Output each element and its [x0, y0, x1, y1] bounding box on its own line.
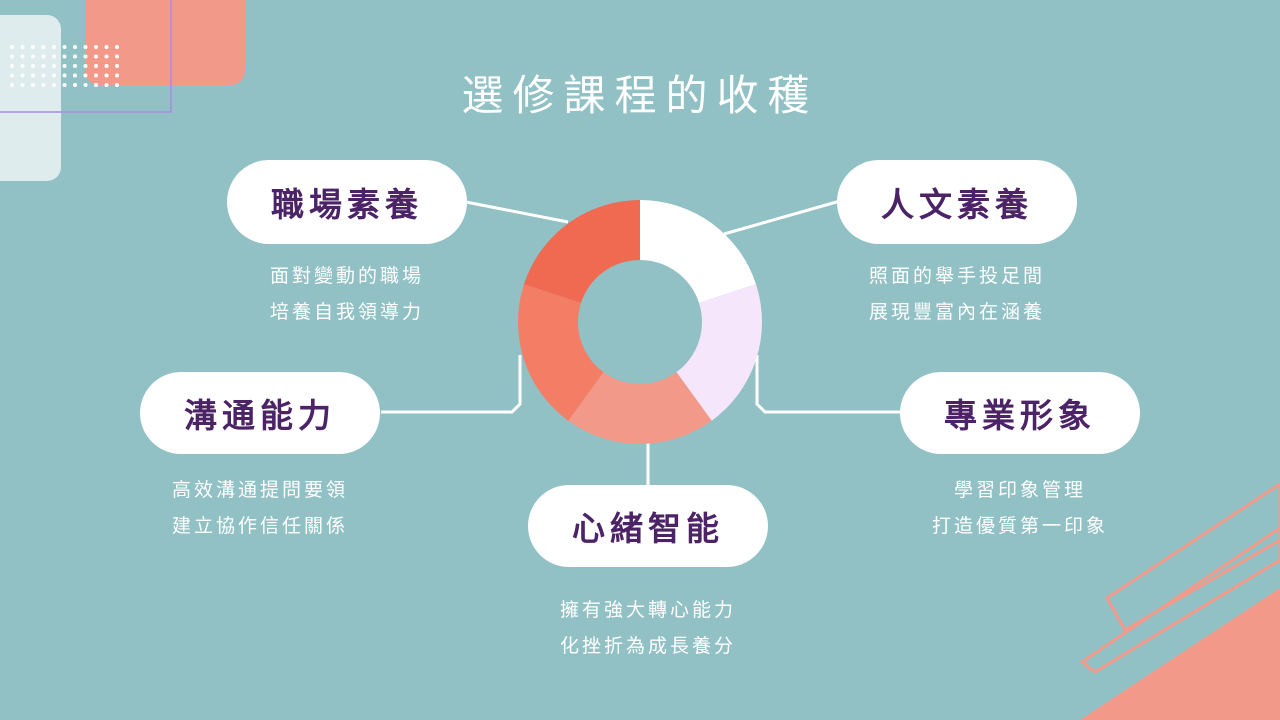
dot	[115, 73, 119, 78]
pill-professional-image: 專業形象	[900, 372, 1140, 454]
dot	[10, 54, 14, 59]
connector-humanities	[723, 199, 841, 236]
dot	[52, 73, 56, 78]
dot	[73, 83, 77, 87]
dot	[41, 73, 46, 78]
dot	[73, 64, 77, 68]
dot	[52, 54, 56, 59]
desc-professional-image: 學習印象管理 打造優質第一印象	[892, 472, 1148, 544]
donut-segment	[640, 200, 757, 303]
dot	[31, 73, 35, 78]
desc-humanities-literacy: 照面的舉手投足間 展現豐富內在涵養	[837, 258, 1077, 330]
dot	[115, 45, 119, 49]
dot	[115, 64, 119, 68]
dot	[62, 45, 67, 49]
dot	[52, 45, 56, 49]
dot	[41, 83, 46, 87]
coral-outline-stripe-2	[1079, 526, 1280, 674]
pale-rounded-block	[0, 15, 61, 181]
dot	[31, 45, 35, 49]
dot	[20, 45, 25, 49]
desc-line: 培養自我領導力	[269, 301, 424, 323]
dot	[115, 83, 119, 87]
dot	[73, 45, 77, 49]
coral-corner-triangle	[1080, 588, 1280, 720]
pill-humanities-literacy: 人文素養	[837, 160, 1077, 244]
dot	[31, 54, 35, 59]
dot	[104, 54, 109, 59]
dot	[62, 64, 67, 68]
dot	[83, 83, 88, 87]
dot-grid	[10, 45, 119, 87]
coral-outline-stripe-1	[1105, 482, 1280, 633]
dot	[20, 64, 25, 68]
desc-line: 展現豐富內在涵養	[868, 301, 1045, 323]
desc-line: 照面的舉手投足間	[868, 265, 1045, 287]
donut-segment	[568, 372, 712, 444]
coral-rounded-block	[85, 0, 245, 85]
dot	[10, 73, 14, 78]
dot	[104, 64, 109, 68]
dot	[104, 83, 109, 87]
dot	[62, 54, 67, 59]
dot	[10, 64, 14, 68]
dot	[94, 54, 98, 59]
pill-communication: 溝通能力	[140, 372, 380, 454]
page-title: 選修課程的收穫	[461, 71, 819, 120]
dot	[10, 83, 14, 87]
pill-career-literacy: 職場素養	[227, 160, 467, 244]
dot	[20, 83, 25, 87]
donut-segment	[523, 200, 640, 303]
dot	[41, 54, 46, 59]
connector-image	[755, 355, 905, 414]
desc-career-literacy: 面對變動的職場 培養自我領導力	[227, 258, 467, 330]
dot	[62, 73, 67, 78]
donut-segment	[518, 284, 604, 421]
desc-line: 學習印象管理	[953, 479, 1086, 501]
dot	[31, 64, 35, 68]
dot	[94, 73, 98, 78]
desc-line: 擁有強大轉心能力	[559, 599, 736, 621]
dot	[104, 73, 109, 78]
pill-emotional-intelligence: 心緒智能	[528, 485, 768, 567]
purple-corner-line	[0, 0, 172, 113]
dot	[83, 64, 88, 68]
dot	[73, 54, 77, 59]
dot	[20, 54, 25, 59]
dot	[83, 45, 88, 49]
donut-segment	[676, 284, 762, 421]
dot	[10, 45, 14, 49]
dot	[52, 64, 56, 68]
desc-emotional-intelligence: 擁有強大轉心能力 化挫折為成長養分	[520, 592, 776, 664]
dot	[94, 83, 98, 87]
dot	[62, 83, 67, 87]
desc-line: 高效溝通提問要領	[171, 479, 348, 501]
desc-line: 打造優質第一印象	[931, 515, 1108, 537]
dot	[52, 83, 56, 87]
connector-career	[465, 200, 569, 224]
desc-communication: 高效溝通提問要領 建立協作信任關係	[132, 472, 388, 544]
dot	[94, 64, 98, 68]
dot	[41, 45, 46, 49]
connector-communication	[381, 355, 522, 414]
dot	[31, 83, 35, 87]
dot	[115, 54, 119, 59]
desc-line: 化挫折為成長養分	[559, 635, 736, 657]
dot	[73, 73, 77, 78]
desc-line: 建立協作信任關係	[171, 515, 348, 537]
dot	[83, 73, 88, 78]
dot	[83, 54, 88, 59]
dot	[41, 64, 46, 68]
desc-line: 面對變動的職場	[269, 265, 424, 287]
dot	[20, 73, 25, 78]
dot	[104, 45, 109, 49]
dot	[94, 45, 98, 49]
